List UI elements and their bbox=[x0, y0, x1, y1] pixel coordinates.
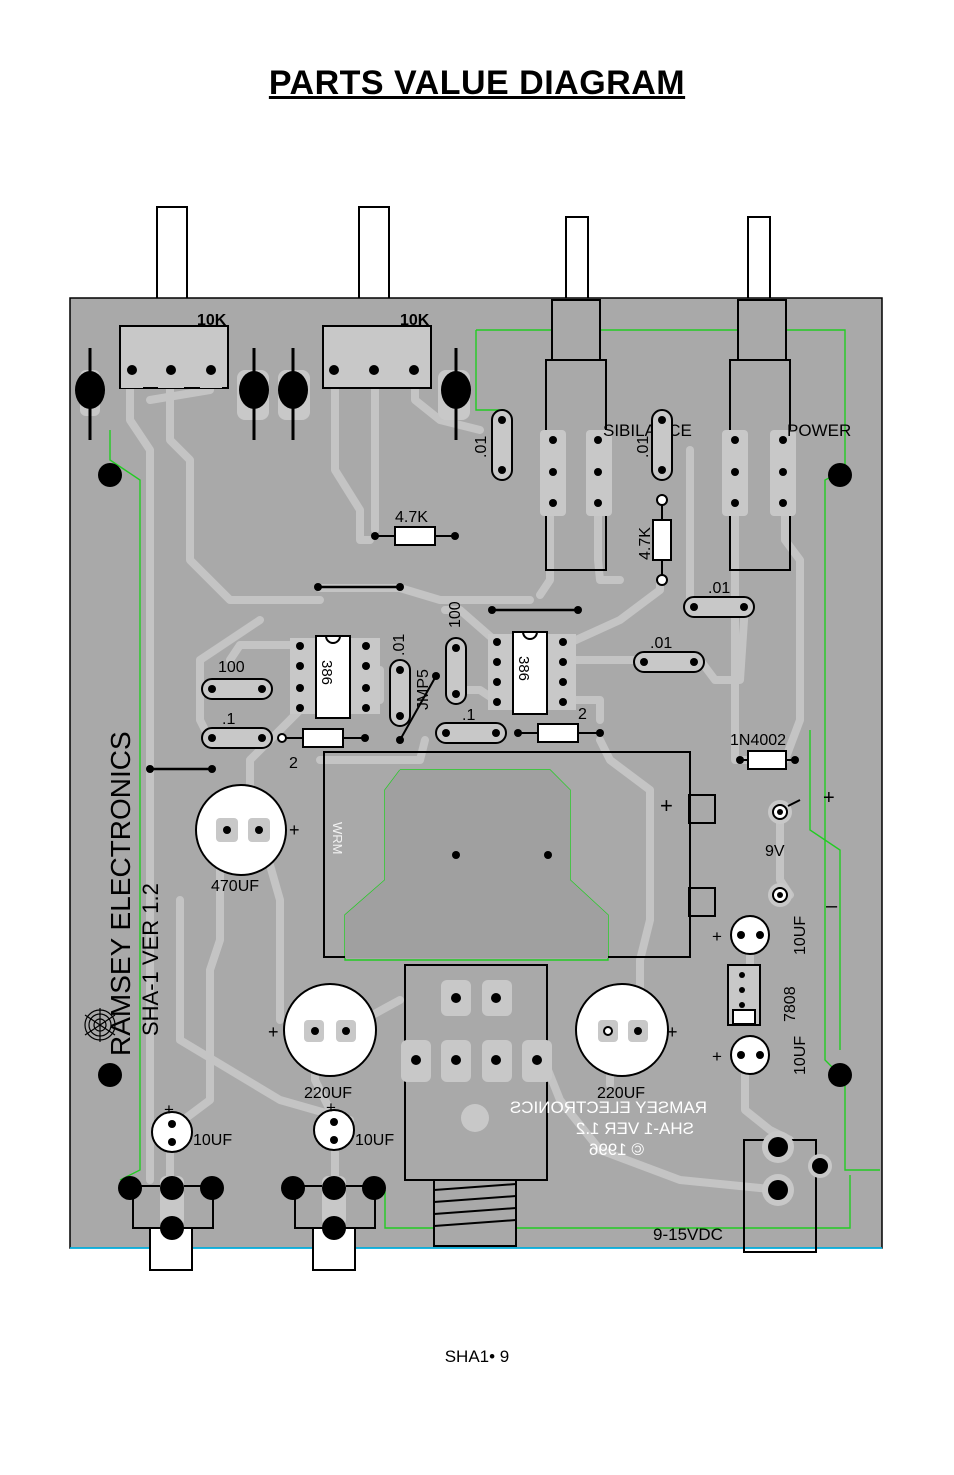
battery-plus: + bbox=[660, 793, 673, 818]
battery-holder[interactable]: + WRM bbox=[323, 751, 716, 958]
res-47k-horizontal[interactable]: 4.7K bbox=[371, 509, 459, 546]
res-47k-vertical-label: 4.7K bbox=[637, 527, 654, 560]
silk-mirror-line3: © 1996 bbox=[589, 1140, 644, 1159]
cap-01-e[interactable]: .01 bbox=[389, 634, 411, 727]
regulator-7808[interactable]: 7808 bbox=[727, 964, 799, 1026]
cap-10uf-mid[interactable]: + 10UF bbox=[313, 1098, 394, 1151]
terminal-plus: + bbox=[823, 787, 835, 809]
res-100-vertical-label: 100 bbox=[447, 601, 464, 628]
cap-220uf-left[interactable]: + 220UF bbox=[268, 983, 377, 1102]
cap-10uf-rt-plus: + bbox=[712, 927, 722, 946]
switch-power[interactable]: POWER bbox=[722, 299, 851, 571]
battery-silk: WRM bbox=[330, 822, 345, 855]
ic-left-386[interactable]: 386 bbox=[290, 635, 380, 719]
pot-left-label: 10K bbox=[197, 312, 227, 329]
cap-220uf-right-plus: + bbox=[667, 1022, 678, 1042]
pot-mounting-lugs bbox=[75, 348, 471, 440]
silk-mirror-text: RAMSEY ELECTRONICS SHA-1 VER 1.2 © 1996 bbox=[510, 1098, 707, 1159]
silk-mirror-line2: SHA-1 VER 1.2 bbox=[576, 1119, 694, 1138]
cap-10uf-left-label: 10UF bbox=[193, 1132, 232, 1149]
res-2-right[interactable]: 2 bbox=[514, 706, 604, 743]
dc-jack[interactable]: 9-15VDC bbox=[653, 1131, 832, 1253]
battery-terminals-9v[interactable]: + 9V – bbox=[765, 787, 838, 917]
diode-1n4002[interactable]: 1N4002 bbox=[730, 732, 799, 770]
headphone-jack[interactable] bbox=[401, 964, 552, 1247]
cap-01-e-label: .01 bbox=[391, 634, 408, 656]
cap-01-a[interactable]: .01 bbox=[473, 409, 513, 481]
mounting-holes bbox=[98, 463, 852, 1087]
cap-01-b[interactable]: .01 bbox=[635, 409, 673, 481]
jumper-jmp5[interactable]: JMP5 bbox=[396, 669, 440, 744]
res-2-left-label: 2 bbox=[289, 755, 298, 772]
cap-220uf-left-label: 220UF bbox=[304, 1085, 352, 1102]
res-47k-vertical[interactable]: 4.7K bbox=[637, 494, 672, 586]
dc-jack-label: 9-15VDC bbox=[653, 1225, 723, 1244]
cap-470uf[interactable]: + 470UF bbox=[195, 784, 300, 895]
diode-label: 1N4002 bbox=[730, 732, 786, 749]
ic-left-label: 386 bbox=[318, 660, 335, 685]
cap-470uf-plus: + bbox=[289, 820, 300, 840]
silk-model: SHA-1 VER 1.2 bbox=[138, 883, 163, 1036]
cap-01-d[interactable]: .01 bbox=[633, 635, 705, 673]
cap-10uf-right-bottom[interactable]: + 10UF bbox=[712, 1035, 809, 1075]
silk-mirror-line1: RAMSEY ELECTRONICS bbox=[510, 1098, 707, 1117]
pot-left[interactable]: 10K bbox=[119, 312, 229, 389]
cap-10uf-right-top[interactable]: + 10UF bbox=[712, 915, 809, 955]
cap-10uf-rt-label: 10UF bbox=[792, 916, 809, 955]
cap-470uf-label: 470UF bbox=[211, 878, 259, 895]
cap-1-left-label: .1 bbox=[222, 711, 235, 728]
cap-01-c[interactable]: .01 bbox=[683, 580, 755, 618]
res-2-left[interactable]: 2 bbox=[277, 728, 369, 772]
pot-right[interactable]: 10K bbox=[322, 312, 432, 389]
ic-right-386[interactable]: 386 bbox=[488, 631, 576, 715]
cap-01-d-label: .01 bbox=[650, 635, 672, 652]
cap-10uf-mid-label: 10UF bbox=[355, 1132, 394, 1149]
res-47k-horizontal-label: 4.7K bbox=[395, 509, 428, 526]
switch-power-label: POWER bbox=[787, 421, 851, 440]
cap-10uf-mid-plus: + bbox=[326, 1098, 336, 1117]
input-jack-left[interactable] bbox=[118, 1176, 224, 1271]
cap-220uf-right[interactable]: + 220UF bbox=[575, 983, 678, 1102]
silk-brand: RAMSEY ELECTRONICS bbox=[105, 731, 136, 1056]
input-jack-right[interactable] bbox=[281, 1176, 386, 1271]
cap-10uf-rb-plus: + bbox=[712, 1047, 722, 1066]
cap-10uf-left-plus: + bbox=[164, 1100, 174, 1119]
regulator-label: 7808 bbox=[782, 986, 799, 1022]
res-2-right-label: 2 bbox=[578, 706, 587, 723]
wire-jumpers bbox=[150, 585, 578, 771]
cap-1-mid[interactable]: .1 bbox=[435, 707, 507, 744]
cap-01-b-label: .01 bbox=[635, 436, 652, 458]
pot-shafts bbox=[156, 206, 771, 303]
page-footer: SHA1• 9 bbox=[444, 1347, 510, 1366]
pot-right-label: 10K bbox=[400, 312, 430, 329]
cap-01-a-label: .01 bbox=[473, 436, 490, 458]
wire-jumper-ends bbox=[146, 583, 582, 773]
terminal-9v-label: 9V bbox=[765, 843, 785, 860]
res-100-horizontal-label: 100 bbox=[218, 659, 245, 676]
cap-01-c-label: .01 bbox=[708, 580, 730, 597]
cap-220uf-right-label: 220UF bbox=[597, 1085, 645, 1102]
cap-220uf-left-plus: + bbox=[268, 1022, 279, 1042]
cap-10uf-left[interactable]: + 10UF bbox=[151, 1100, 232, 1153]
cap-1-mid-label: .1 bbox=[462, 707, 475, 724]
cap-10uf-rb-label: 10UF bbox=[792, 1036, 809, 1075]
page-title: PARTS VALUE DIAGRAM bbox=[268, 64, 686, 102]
res-100-horizontal[interactable]: 100 bbox=[201, 659, 273, 700]
ic-right-label: 386 bbox=[515, 656, 532, 681]
logo-mark bbox=[84, 1008, 116, 1042]
cap-1-left[interactable]: .1 bbox=[201, 711, 273, 749]
jumper-label: JMP5 bbox=[415, 669, 432, 710]
terminal-minus: – bbox=[826, 895, 838, 917]
res-100-vertical[interactable]: 100 bbox=[445, 601, 467, 705]
